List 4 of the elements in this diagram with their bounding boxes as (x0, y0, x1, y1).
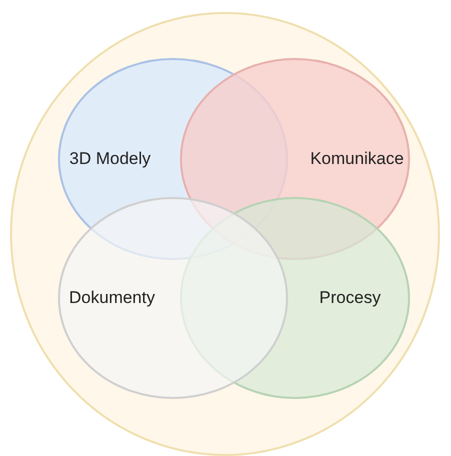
set-label: Komunikace (310, 149, 404, 169)
set-label: 3D Modely (69, 149, 151, 169)
set-label: Procesy (319, 288, 381, 308)
set-label: Dokumenty (69, 288, 155, 308)
